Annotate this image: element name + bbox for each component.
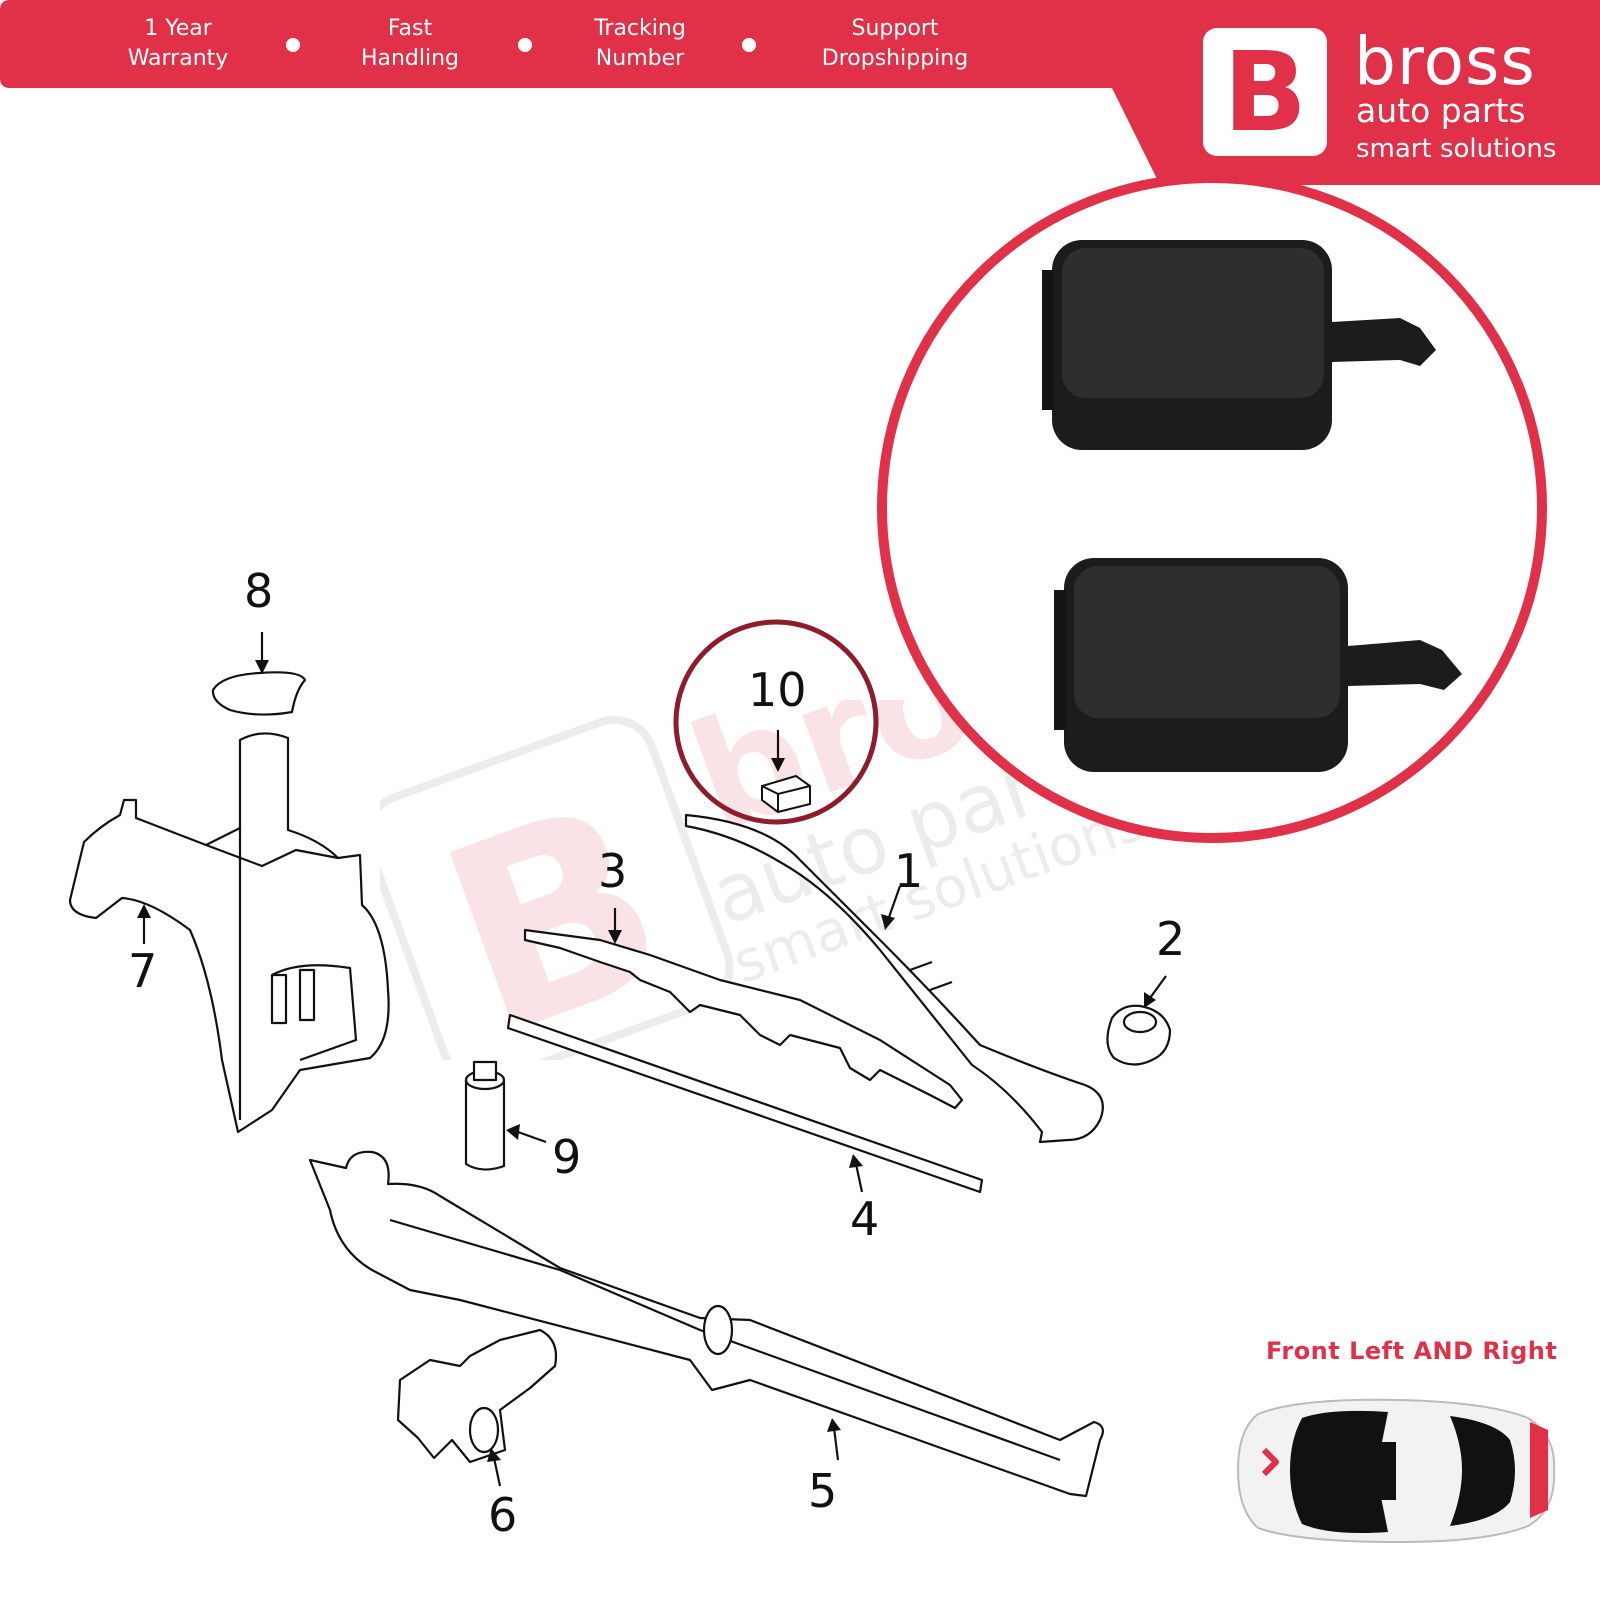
bullet-dot bbox=[286, 38, 300, 52]
callout-4: 4 bbox=[850, 1192, 880, 1246]
callout-3: 3 bbox=[598, 844, 628, 898]
banner-shape bbox=[0, 0, 1600, 185]
part-4-blade-insert bbox=[506, 1013, 984, 1194]
feature-handling: Fast Handling bbox=[360, 16, 460, 71]
part-7-reservoir bbox=[68, 732, 390, 1134]
nozzle-photo-top bbox=[1042, 240, 1436, 450]
part-10-nozzle bbox=[761, 774, 811, 814]
top-banner: 1 Year Warranty Fast Handling Tracking N… bbox=[0, 0, 1600, 190]
feature-tracking: Tracking Number bbox=[594, 16, 686, 71]
brand-subtitle: auto parts bbox=[1356, 91, 1526, 130]
bullet-dot bbox=[742, 38, 756, 52]
highlight-circle bbox=[673, 619, 879, 825]
brand-name: bross bbox=[1354, 23, 1536, 100]
feature-dropshipping: Support Dropshipping bbox=[821, 16, 969, 71]
reservoir-port bbox=[298, 968, 316, 1022]
part-3-blade-frame bbox=[523, 928, 964, 1110]
feature-warranty: 1 Year Warranty bbox=[127, 16, 229, 71]
nut-top bbox=[1122, 1010, 1158, 1034]
callout-8: 8 bbox=[244, 564, 274, 618]
reservoir-port bbox=[270, 973, 288, 1025]
callout-7: 7 bbox=[128, 944, 158, 998]
fitment-caption: Front Left AND Right bbox=[1266, 1337, 1558, 1365]
part-1-wiper-arm bbox=[684, 813, 1104, 1144]
nozzle-photo-bottom bbox=[1054, 558, 1462, 772]
part-8-cap bbox=[211, 671, 307, 716]
logo-mark: B bbox=[1203, 28, 1327, 156]
logo-letter: B bbox=[1223, 28, 1307, 156]
callout-2: 2 bbox=[1156, 912, 1186, 966]
callout-6: 6 bbox=[488, 1488, 518, 1542]
brand-tagline: smart solutions bbox=[1356, 134, 1557, 164]
linkage-pivot bbox=[702, 1304, 734, 1356]
callout-1: 1 bbox=[894, 844, 924, 898]
part-9-plug bbox=[464, 1078, 506, 1171]
car-top-view-icon bbox=[1236, 1398, 1556, 1544]
callout-9: 9 bbox=[552, 1130, 582, 1184]
callout-5: 5 bbox=[808, 1464, 838, 1518]
callout-10: 10 bbox=[748, 663, 807, 717]
part-6-motor bbox=[396, 1328, 558, 1464]
bullet-dot bbox=[518, 38, 532, 52]
